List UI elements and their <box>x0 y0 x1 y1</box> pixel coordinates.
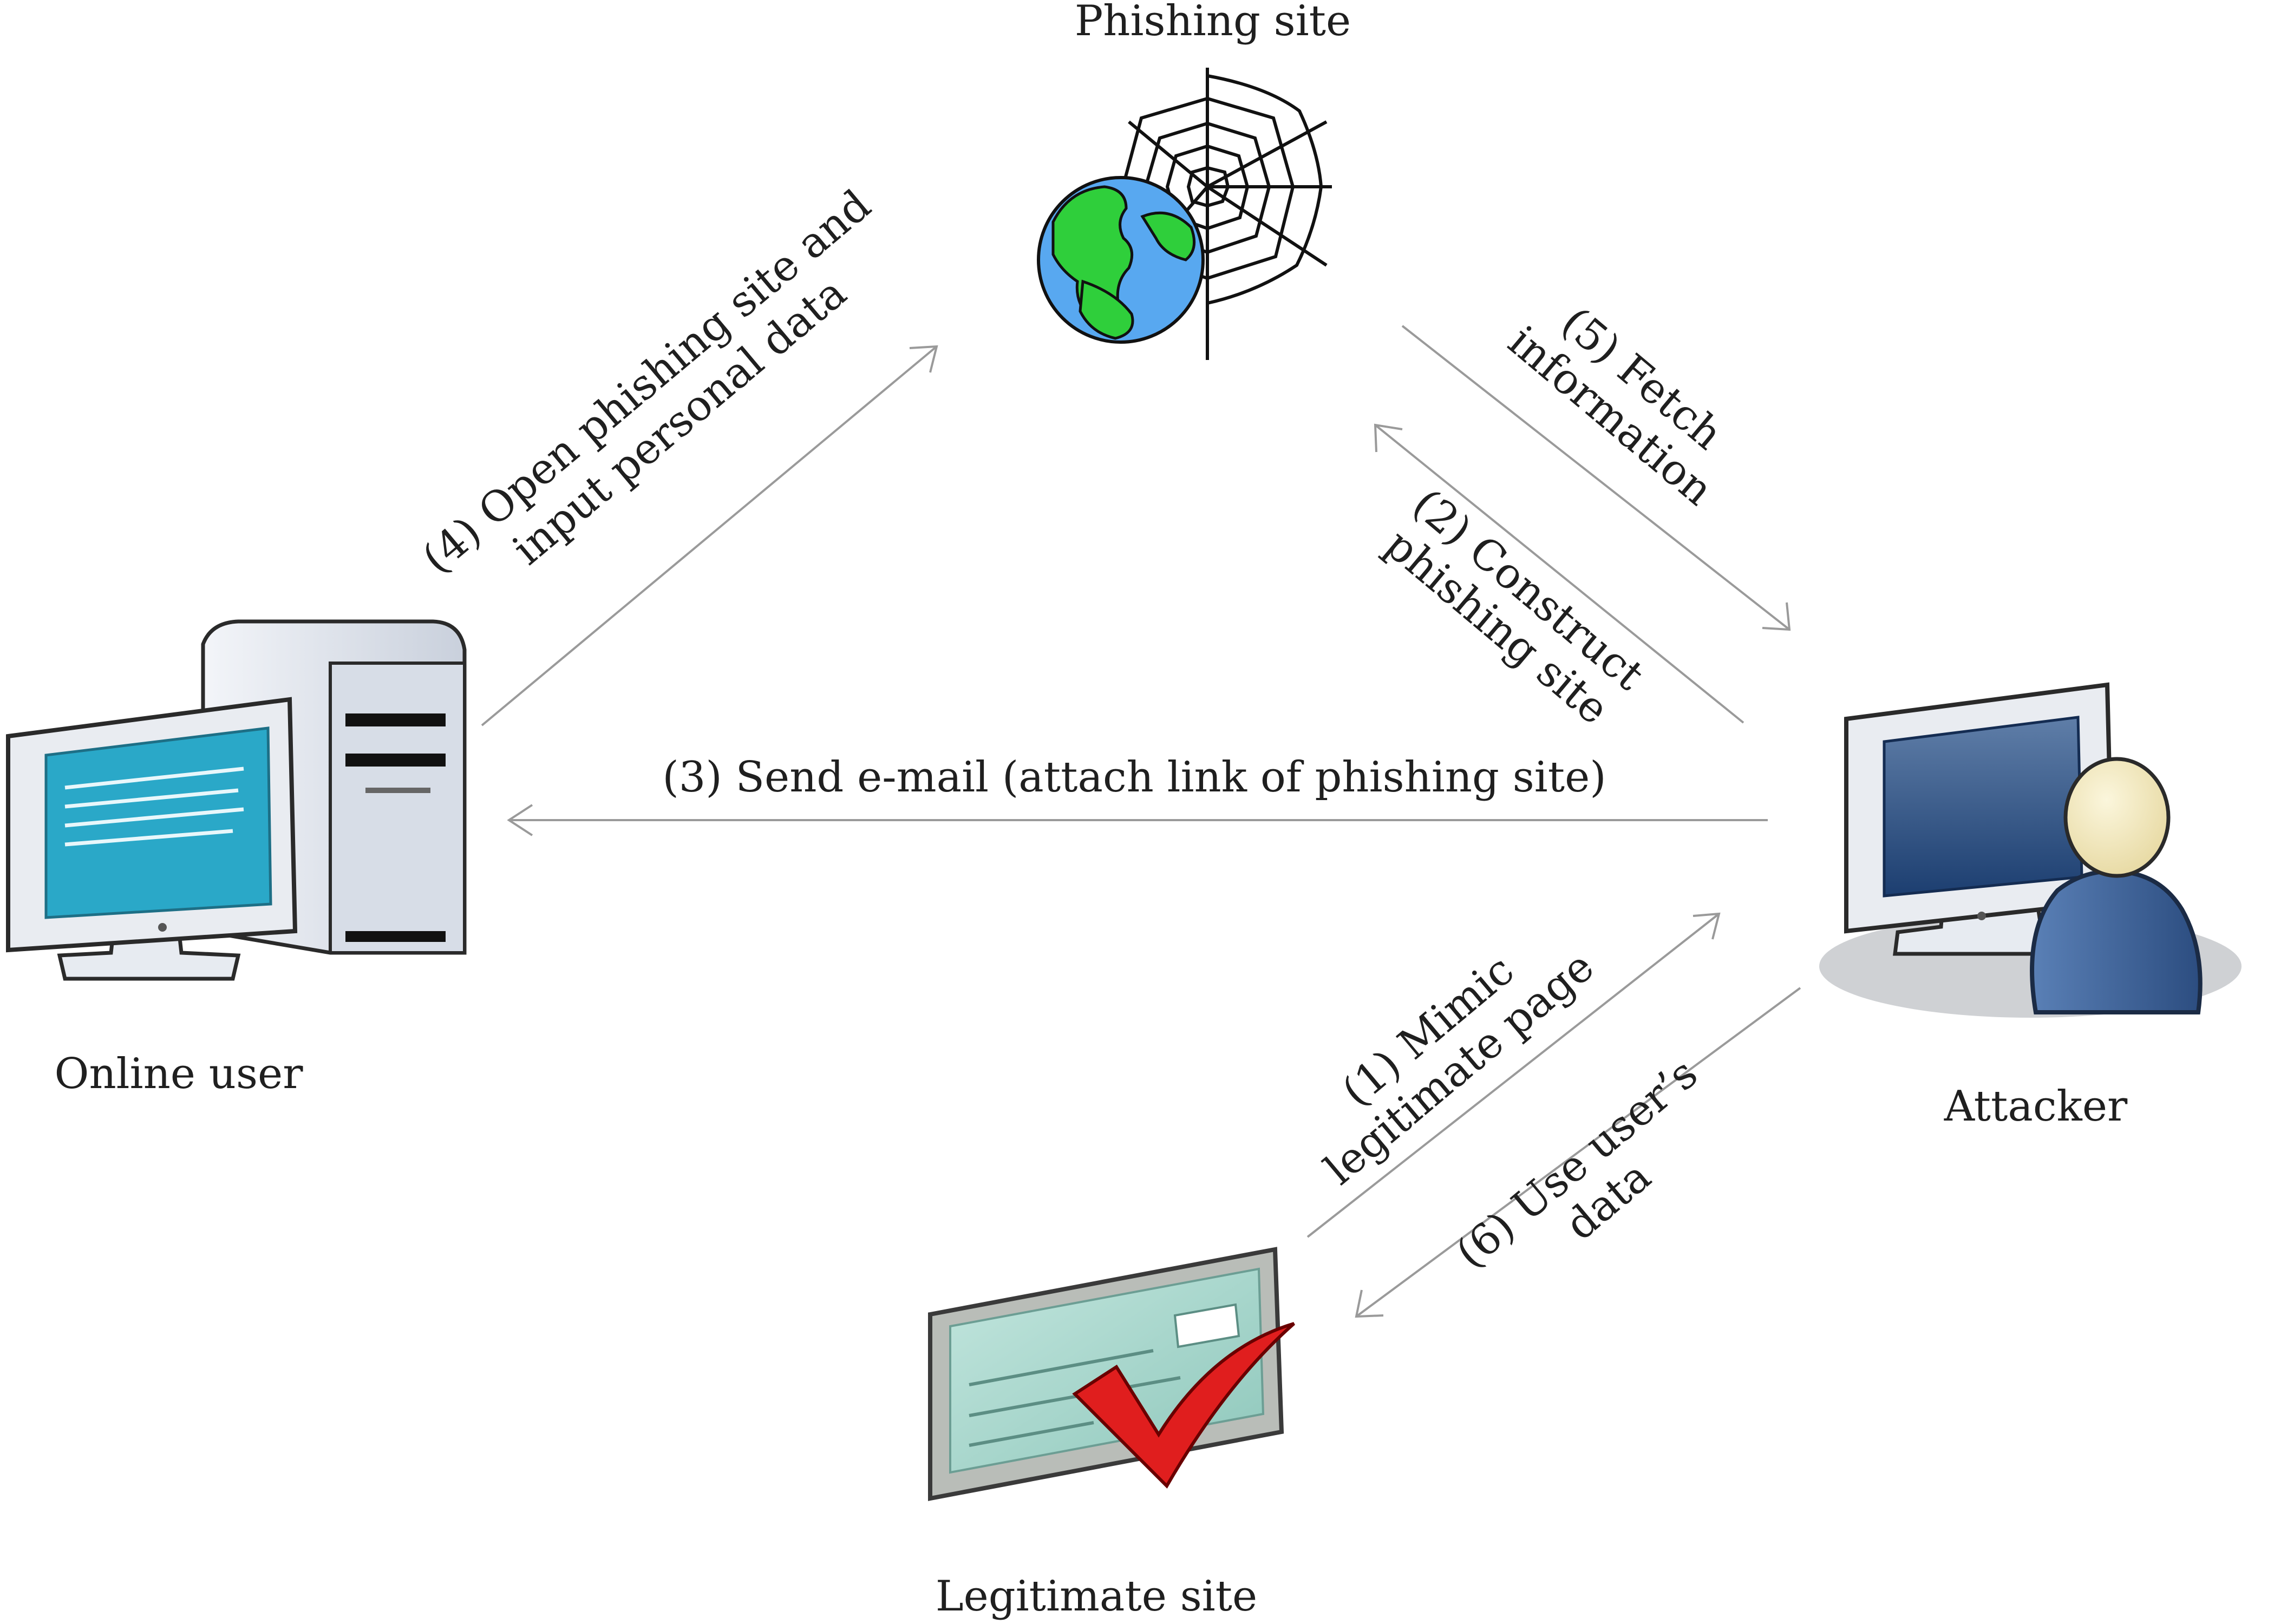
checkmark-icon <box>1072 1322 1295 1489</box>
step4-label-line1: (4) Open phishing site and <box>413 181 880 584</box>
arrow-construct-phishing-site <box>1374 423 1744 724</box>
arrow-mimic-legitimate-page <box>1306 912 1721 1238</box>
arrow-send-email <box>507 804 1768 836</box>
attacker-label: Attacker <box>1944 1082 2128 1131</box>
attacker-workstation-icon <box>1819 682 2242 1018</box>
step4-label-line2: input personal data <box>504 269 856 575</box>
arrow-open-phishing-site <box>481 345 938 726</box>
phishing-site-label: Phishing site <box>1075 0 1351 45</box>
globe-icon <box>1037 176 1205 344</box>
desktop-computer-icon <box>6 619 467 981</box>
spiderweb-icon <box>1121 68 1332 360</box>
checked-document-icon <box>928 1247 1295 1501</box>
legitimate-site-label: Legitimate site <box>936 1572 1257 1621</box>
step3-label: (3) Send e-mail (attach link of phishing… <box>662 753 1606 802</box>
online-user-label: Online user <box>55 1050 304 1098</box>
arrow-fetch-information <box>1401 325 1791 631</box>
globe-with-spiderweb-icon <box>1037 68 1332 360</box>
step6-label-line1: (6) Use user’s <box>1447 1049 1707 1278</box>
arrow-use-users-data <box>1355 987 1801 1318</box>
